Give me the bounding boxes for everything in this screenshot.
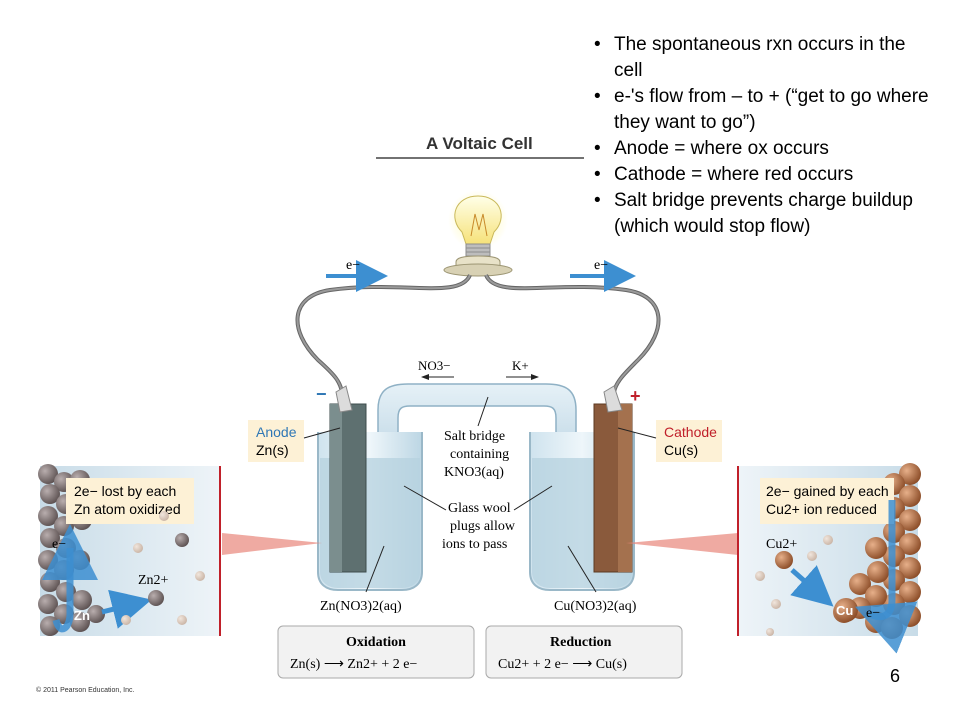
wire-left <box>295 273 472 393</box>
glass-wool-pointer-left <box>403 485 447 511</box>
oxidation-title: Oxidation <box>346 635 406 650</box>
electron-label-left: e− <box>346 258 360 273</box>
left-solution-pointer <box>365 545 385 593</box>
anode-label: Anode <box>256 424 297 440</box>
left-inset-line-2: Zn atom oxidized <box>74 501 181 517</box>
copper-electrode-shade <box>618 404 632 572</box>
left-inset-ion-arrow <box>101 589 152 629</box>
glass-wool-pointer-right <box>513 485 553 511</box>
glass-wool-line-3: ions to pass <box>442 537 507 552</box>
page-number: 6 <box>890 666 901 686</box>
right-inset-electron: e− <box>866 606 880 621</box>
bullet-list: The spontaneous rxn occurs in the cell e… <box>592 32 932 240</box>
left-solution-label: Zn(NO3)2(aq) <box>320 599 402 614</box>
bullet-salt-bridge: Salt bridge prevents charge buildup (whi… <box>592 188 932 240</box>
figure-title: A Voltaic Cell <box>426 134 533 153</box>
right-inset-ion: Cu2+ <box>766 537 797 552</box>
anode-pointer <box>303 427 341 439</box>
left-inset-line-1: 2e− lost by each <box>74 483 176 499</box>
copyright: © 2011 Pearson Education, Inc. <box>36 687 135 694</box>
nitrate-label: NO3− <box>418 358 451 373</box>
cathode-pointer <box>617 427 657 439</box>
salt-bridge-line-3: KNO3(aq) <box>444 465 504 480</box>
glass-wool-line-2: plugs allow <box>450 519 516 534</box>
potassium-label: K+ <box>512 358 529 373</box>
left-inset-electron: e− <box>52 537 66 552</box>
left-inset-zn: Zn <box>74 608 90 623</box>
glass-wool-line-1: Glass wool <box>448 501 511 516</box>
salt-bridge-line-1: Salt bridge <box>444 429 505 444</box>
minus-sign: − <box>316 384 327 404</box>
right-solution-pointer <box>567 545 597 593</box>
reduction-box: Reduction Cu2+ + 2 e− ⟶ Cu(s) <box>485 625 683 679</box>
plus-sign: + <box>630 386 641 406</box>
copper-ion <box>775 551 793 569</box>
right-inset-cu: Cu <box>836 603 853 618</box>
left-inset-electron-path <box>52 548 74 633</box>
cathode-label-box <box>656 420 722 462</box>
electron-label-right: e− <box>594 258 608 273</box>
anode-clip <box>335 385 353 413</box>
oxidation-box: Oxidation Zn(s) ⟶ Zn2+ + 2 e− <box>277 625 475 679</box>
salt-bridge-pointer <box>477 396 489 427</box>
left-inset-ion: Zn2+ <box>138 573 169 588</box>
cathode-clip <box>603 385 623 413</box>
bullet-cathode: Cathode = where red occurs <box>592 162 932 188</box>
wire-right <box>484 273 661 393</box>
anode-label-box <box>248 420 304 462</box>
right-inset-line-1: 2e− gained by each <box>766 483 889 499</box>
right-inset: 2e− gained by each Cu2+ ion reduced Cu2+… <box>737 463 921 654</box>
left-inset: 2e− lost by each Zn atom oxidized e− Zn … <box>38 464 221 636</box>
right-zoom-wedge <box>626 533 738 555</box>
anode-formula: Zn(s) <box>256 442 289 458</box>
salt-bridge-line-2: containing <box>450 447 509 462</box>
light-bulb-icon <box>443 195 513 277</box>
bullet-spontaneous: The spontaneous rxn occurs in the cell <box>592 32 932 84</box>
bullet-electron-flow: e-'s flow from – to + (“get to go where … <box>592 84 932 136</box>
right-solution-label: Cu(NO3)2(aq) <box>554 599 637 614</box>
right-inset-line-2: Cu2+ ion reduced <box>766 501 877 517</box>
cathode-label: Cathode <box>664 424 717 440</box>
wire-left-core <box>296 274 471 393</box>
right-inset-ion-arrow <box>790 565 834 607</box>
cathode-formula: Cu(s) <box>664 442 698 458</box>
zinc-ion <box>148 590 164 606</box>
reduction-title: Reduction <box>550 635 612 650</box>
reduction-equation: Cu2+ + 2 e− ⟶ Cu(s) <box>498 657 627 672</box>
bullet-anode: Anode = where ox occurs <box>592 136 932 162</box>
left-zoom-wedge <box>222 533 322 555</box>
oxidation-equation: Zn(s) ⟶ Zn2+ + 2 e− <box>290 657 417 672</box>
wire-right-core <box>485 274 660 393</box>
zinc-electrode-shade <box>330 404 342 572</box>
